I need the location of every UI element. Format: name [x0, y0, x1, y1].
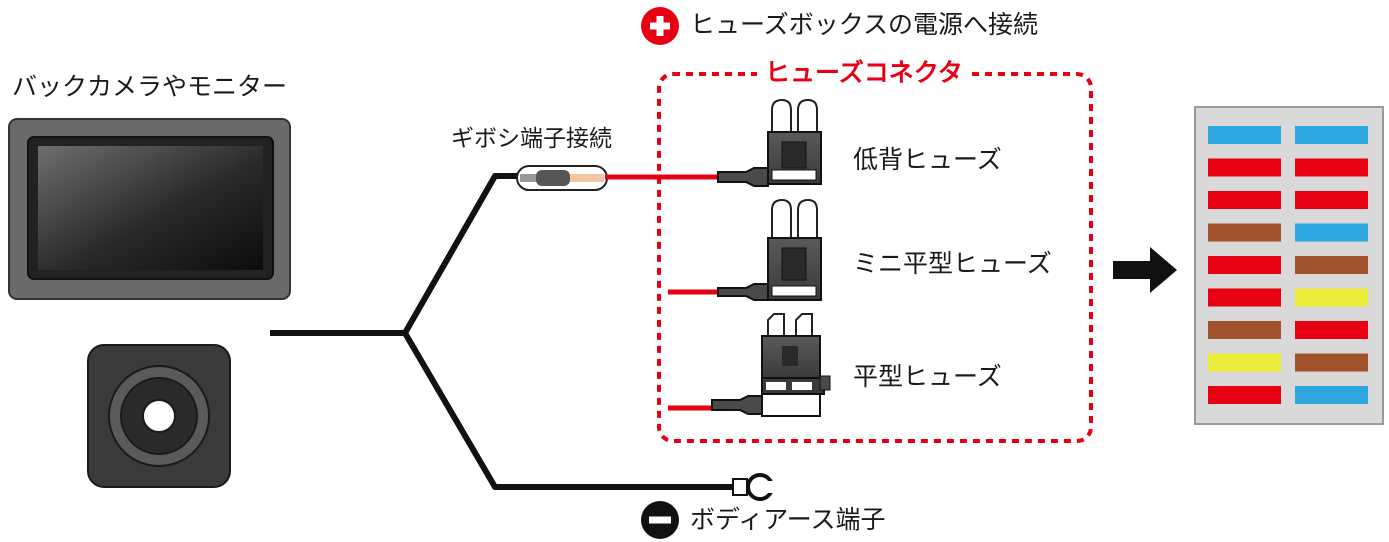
- fuse-slot-red: [1208, 256, 1281, 274]
- fuse-slot-red: [1295, 158, 1368, 177]
- mini-fuse-icon: [717, 198, 822, 301]
- minus-circle-icon: [641, 501, 679, 539]
- body-earth-label: ボディアース端子: [690, 505, 886, 534]
- fuse-box-power-label: ヒューズボックスの電源へ接続: [690, 10, 1039, 39]
- fuse-slot-red: [1208, 386, 1281, 404]
- earth-terminal-icon: [732, 473, 776, 501]
- gibosi-connector-icon: [516, 165, 608, 191]
- fuse-slot-blue: [1295, 386, 1368, 404]
- fuse-slot-brown: [1295, 353, 1368, 372]
- device-label: バックカメラやモニター: [12, 72, 288, 101]
- flat-fuse-icon: [711, 313, 831, 417]
- monitor-icon: [8, 118, 291, 300]
- fuse-slot-red: [1208, 191, 1281, 209]
- low-profile-fuse-label: 低背ヒューズ: [853, 145, 1002, 174]
- wire-harness: [270, 173, 735, 490]
- fuse-slot-red: [1208, 288, 1281, 307]
- fuse-slot-blue: [1208, 126, 1281, 144]
- low-profile-fuse-icon: [717, 98, 822, 187]
- red-wires: [605, 174, 720, 411]
- plus-circle-icon: [641, 7, 679, 45]
- flat-fuse-label: 平型ヒューズ: [853, 362, 1002, 391]
- fuse-slot-red: [1295, 321, 1368, 339]
- fuse-slot-brown: [1295, 256, 1368, 274]
- fuse-slot-yellow: [1295, 288, 1368, 307]
- fuse-slot-red: [1295, 191, 1368, 209]
- fuse-slot-brown: [1208, 321, 1281, 339]
- camera-icon: [87, 344, 231, 488]
- fuse-slot-blue: [1295, 126, 1368, 144]
- fuse-connector-title: ヒューズコネクタ: [757, 58, 971, 88]
- fuse-slot-red: [1208, 158, 1281, 177]
- fuse-slot-yellow: [1208, 353, 1281, 372]
- gibosi-label: ギボシ端子接続: [451, 126, 612, 152]
- mini-fuse-label: ミニ平型ヒューズ: [853, 249, 1052, 278]
- fuse-slot-brown: [1208, 223, 1281, 242]
- fuse-slot-blue: [1295, 223, 1368, 242]
- arrow-right-icon: [1113, 247, 1177, 293]
- fuse-box-panel: [1194, 106, 1384, 425]
